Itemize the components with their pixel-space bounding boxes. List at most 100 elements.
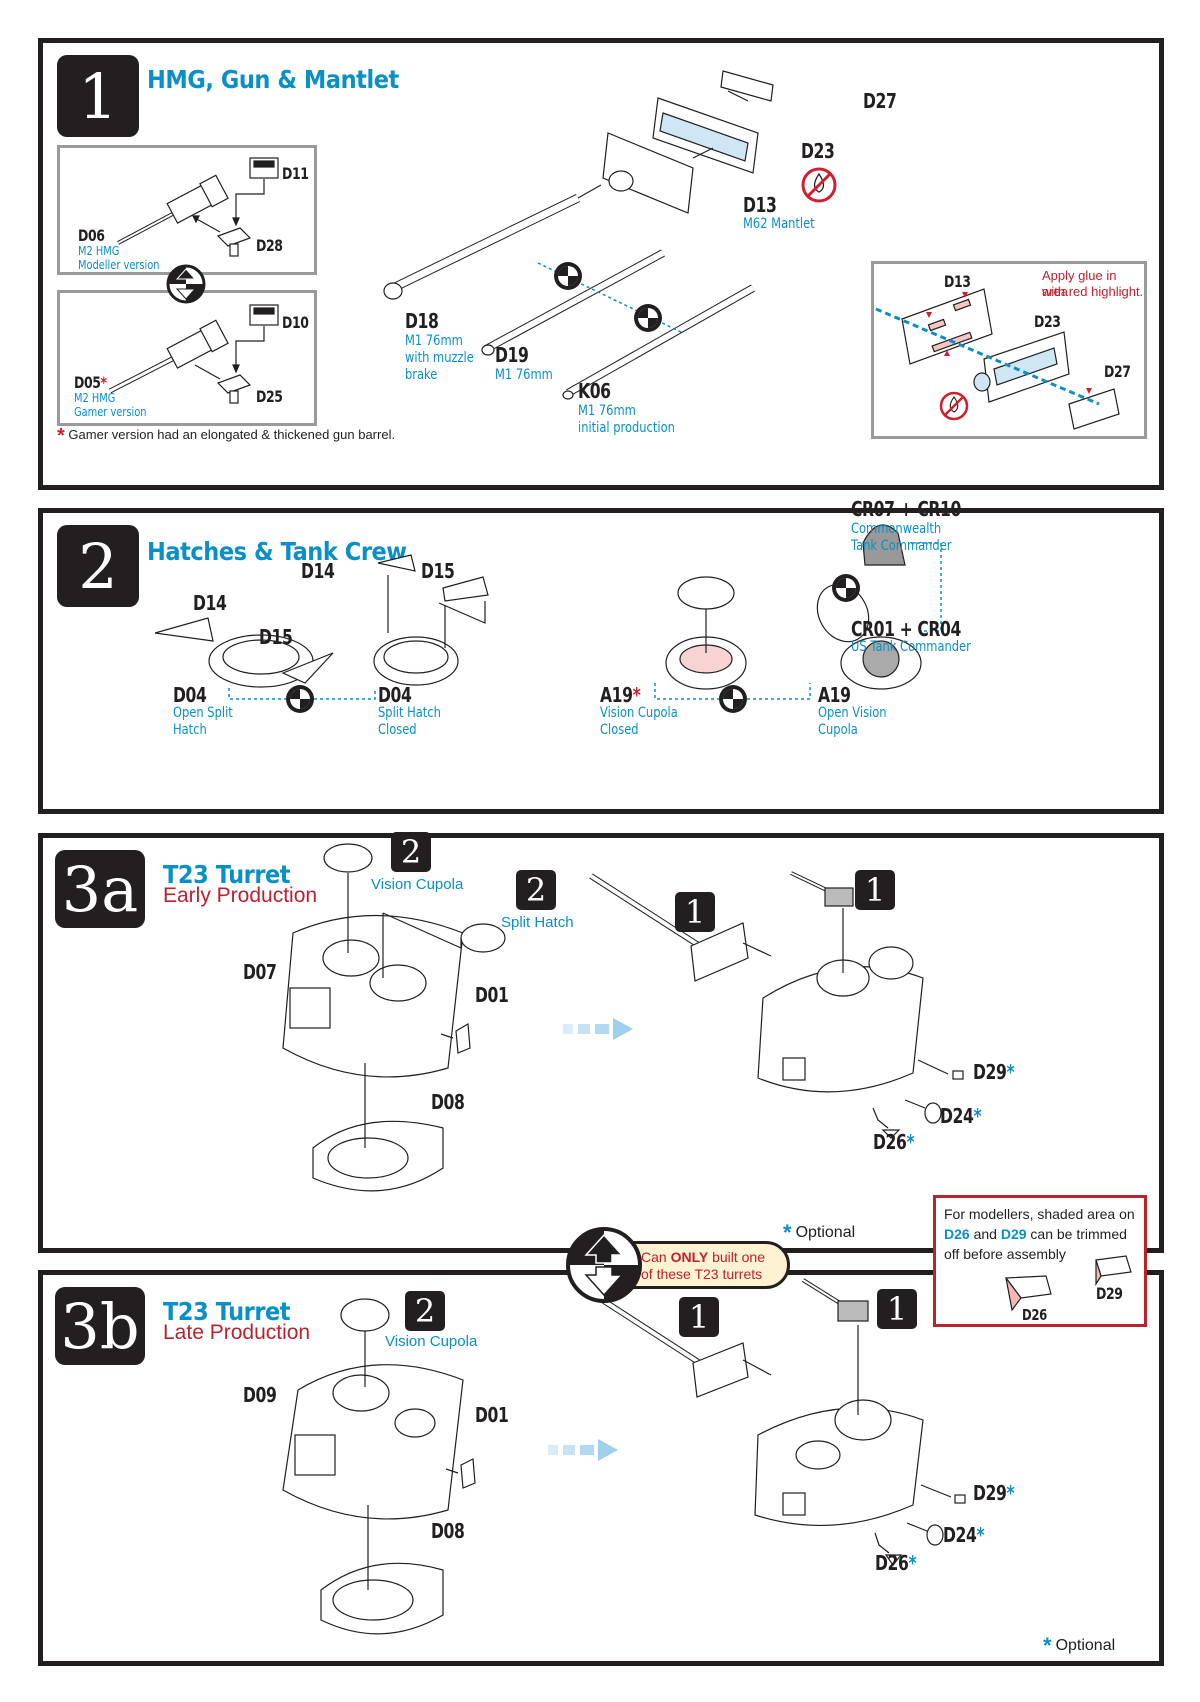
optional-legend: *Optional: [1043, 1633, 1116, 1658]
gamer-star-icon: *: [100, 373, 108, 392]
step-number-badge: 3b: [55, 1287, 145, 1365]
swap-option-icon: [832, 574, 860, 602]
hmg-gamer-box: D10 D25 D05* M2 HMG Gamer version: [57, 290, 317, 426]
step-subtitle: Late Production: [163, 1321, 311, 1344]
part-d05-desc-2: Gamer version: [74, 405, 147, 419]
step-title: HMG, Gun & Mantlet: [147, 65, 399, 94]
ref-step-1-gun: 1: [675, 892, 715, 932]
cupola-open-a19-label: A19: [818, 683, 851, 707]
part-d10-label: D10: [282, 313, 309, 332]
part-d26-label: D26*: [875, 1551, 917, 1575]
part-k06-desc-2: initial production: [578, 420, 675, 436]
step-number-badge: 3a: [55, 850, 145, 928]
hmg-modeller-box: D11 D28 D06 M2 HMG Modeller version: [57, 145, 317, 275]
open-hatch-d15-label: D15: [259, 625, 293, 649]
proceed-arrow-icon: [563, 1018, 633, 1040]
step-1-panel: 1 HMG, Gun & Mantlet D11 D28 D06: [38, 38, 1164, 490]
callout-text: Can ONLY built one of these T23 turrets: [610, 1241, 790, 1289]
part-d25-label: D25: [256, 387, 283, 406]
part-d27-label: D27: [863, 89, 897, 113]
step-3a-panel: 3a T23 Turret Early Production: [38, 832, 1164, 1253]
crew-commonwealth-label: CR07 + CR10: [851, 497, 961, 521]
ref-cupola-label: Vision Cupola: [371, 876, 464, 893]
cupola-closed-desc-1: Vision Cupola: [600, 705, 678, 721]
swap-option-icon: [286, 685, 314, 713]
hatches-crew-drawing: [154, 524, 942, 713]
proceed-arrow-icon: [548, 1439, 618, 1461]
swap-option-icon: [719, 685, 747, 713]
trim-d26-label: D26: [1022, 1306, 1047, 1324]
no-glue-icon: [939, 391, 969, 421]
part-d06-desc-1: M2 HMG: [78, 244, 120, 258]
part-k06-label: K06: [578, 379, 611, 403]
part-d18-desc-3: brake: [405, 367, 438, 383]
cupola-open-desc-2: Cupola: [818, 722, 858, 738]
only-one-turret-callout: Can ONLY built one of these T23 turrets: [564, 1225, 790, 1305]
glue-inset-drawing: [875, 288, 1120, 430]
part-d01-label: D01: [475, 983, 509, 1007]
part-d23-label: D23: [801, 139, 835, 163]
open-hatch-desc-1: Open Split: [173, 705, 233, 721]
ref-hatch-label: Split Hatch: [501, 914, 574, 931]
part-d06-desc-2: Modeller version: [78, 258, 160, 272]
crew-us-desc: US Tank Commander: [851, 639, 971, 655]
optional-legend: *Optional: [783, 1220, 856, 1245]
closed-hatch-d14-label: D14: [301, 559, 335, 583]
step-3b-panel: 3b T23 Turret Late Production: [38, 1270, 1164, 1666]
part-d13-desc: M62 Mantlet: [743, 216, 815, 232]
part-d11-label: D11: [282, 164, 309, 183]
ref-step-1-hmg: 1: [877, 1289, 917, 1329]
part-d01-label: D01: [475, 1403, 509, 1427]
ref-step-2-cupola: 2: [405, 1291, 445, 1331]
part-d28-label: D28: [256, 236, 283, 255]
footnote-star-icon: *: [57, 425, 65, 447]
part-d19-label: D19: [495, 343, 529, 367]
crew-commonwealth-desc-2: Tank Commander: [851, 538, 952, 554]
closed-hatch-d15-label: D15: [421, 559, 455, 583]
no-glue-icon: [801, 167, 837, 203]
optional-star-icon: *: [1043, 1633, 1052, 1658]
part-d07-label: D07: [243, 960, 277, 984]
step-2-panel: 2 Hatches & Tank Crew: [38, 497, 1164, 814]
part-d26-label: D26*: [873, 1130, 915, 1154]
step-title: T23 Turret: [163, 860, 291, 889]
cupola-closed-a19-label: A19*: [600, 683, 641, 707]
part-d08-label: D08: [431, 1519, 465, 1543]
trim-d29-label: D29: [1096, 1284, 1123, 1303]
optional-star-icon: *: [783, 1220, 792, 1245]
inset-d27-label: D27: [1104, 362, 1131, 381]
step-title: T23 Turret: [163, 1297, 291, 1326]
part-k06-desc-1: M1 76mm: [578, 403, 636, 419]
swap-option-icon: [554, 262, 582, 290]
open-hatch-d04-label: D04: [173, 683, 207, 707]
inset-d13-label: D13: [944, 272, 971, 291]
closed-hatch-desc-1: Split Hatch: [378, 705, 441, 721]
open-hatch-d14-label: D14: [193, 591, 227, 615]
step-number-badge: 1: [57, 55, 139, 137]
ref-cupola-label: Vision Cupola: [385, 1333, 478, 1350]
turret-late-drawing: [282, 1278, 966, 1635]
part-d08-label: D08: [431, 1090, 465, 1114]
glue-note-2: with red highlight.: [1042, 284, 1144, 299]
part-d09-label: D09: [243, 1383, 277, 1407]
part-d29-label: D29*: [973, 1060, 1015, 1084]
footnote: * Gamer version had an elongated & thick…: [57, 425, 396, 447]
turret-early-drawing: [282, 843, 964, 1192]
hmg-modeller-drawing: [117, 157, 279, 257]
inset-d23-label: D23: [1034, 312, 1061, 331]
trim-parts-drawing: [1004, 1255, 1132, 1312]
hmg-gamer-drawing: [108, 304, 279, 404]
glue-inset-box: D13 D23 D27 Apply glue in area with red …: [871, 261, 1147, 439]
ref-step-2-hatch: 2: [516, 870, 556, 910]
crew-commonwealth-desc-1: Commonwealth: [851, 521, 942, 537]
ref-step-1-gun: 1: [679, 1297, 719, 1337]
part-d24-label: D24*: [943, 1523, 985, 1547]
part-d18-desc-2: with muzzle: [405, 350, 474, 366]
step-number-badge: 2: [57, 525, 139, 607]
step-title: Hatches & Tank Crew: [147, 537, 407, 566]
part-d05-desc-1: M2 HMG: [74, 391, 116, 405]
swap-option-icon: [166, 264, 206, 304]
cupola-open-desc-1: Open Vision: [818, 705, 887, 721]
part-d18-label: D18: [405, 309, 439, 333]
trim-note-text: For modellers, shaded area on D26 and D2…: [944, 1206, 1135, 1262]
